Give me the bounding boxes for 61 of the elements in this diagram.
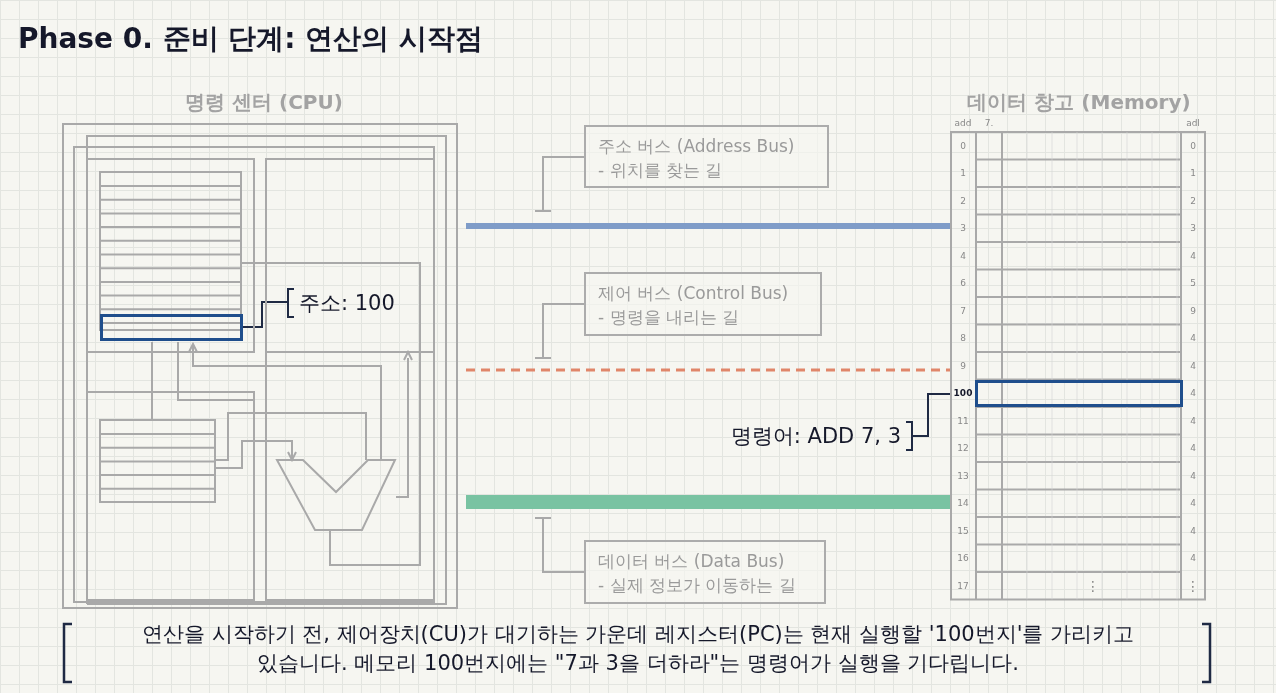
leader-line — [242, 301, 288, 328]
callout-label: 주소: 100 — [299, 290, 395, 317]
address-number: 4 — [1190, 333, 1196, 343]
callout-text: - 명령을 내리는 길 — [598, 306, 741, 329]
address-number: 2 — [1190, 196, 1196, 206]
address-number: 0 — [1190, 141, 1196, 151]
address-number: 100 — [953, 388, 973, 398]
address-number: 17 — [957, 581, 969, 591]
address-number: 3 — [960, 223, 966, 233]
address-number: 4 — [1190, 361, 1196, 371]
leader-line — [912, 393, 951, 437]
bus-line — [466, 495, 950, 509]
callout-title: 주소 버스 (Address Bus) — [598, 135, 796, 158]
callout-box — [584, 540, 826, 604]
address-number: 1 — [960, 168, 966, 178]
address-number: ⋮ — [1186, 578, 1200, 593]
callout-text: - 실제 정보가 이동하는 길 — [598, 574, 797, 597]
section-heading: 명령 센터 (CPU) — [184, 89, 344, 116]
address-number: 2 — [960, 196, 966, 206]
address-number: 7 — [960, 306, 966, 316]
address-number: 9 — [1190, 306, 1196, 316]
address-number: 4 — [1190, 471, 1196, 481]
address-number: 4 — [1190, 251, 1196, 261]
address-number: ⋮ — [1086, 578, 1100, 593]
address-number: 4 — [960, 251, 966, 261]
address-number: 6 — [960, 278, 966, 288]
address-number: 4 — [1190, 443, 1196, 453]
leader-line — [534, 303, 585, 359]
caption: 연산을 시작하기 전, 제어장치(CU)가 대기하는 가운데 레지스터(PC)는 현재 실행할 '100번지'를 가리키고 있습니다. 메모리 100번지에는 "7과 3을 더하라"는 명령어가 실행을 기다립니다. — [140, 621, 1136, 677]
leader-line — [534, 517, 585, 573]
title: Phase 0. 준비 단계: 연산의 시작점 — [18, 21, 484, 57]
callout-box — [584, 125, 829, 188]
highlight-frame — [100, 314, 243, 341]
address-number: 11 — [957, 416, 969, 426]
address-number: 4 — [1190, 526, 1196, 536]
address-number: 12 — [957, 443, 969, 453]
address-number: 4 — [1190, 416, 1196, 426]
leader-line — [534, 156, 585, 212]
address-number: 5 — [1190, 278, 1196, 288]
address-number: 4 — [1190, 553, 1196, 563]
address-number: 16 — [957, 553, 969, 563]
address-number: 15 — [957, 526, 969, 536]
section-heading: 데이터 창고 (Memory) — [966, 89, 1192, 116]
address-number: 14 — [957, 498, 969, 508]
callout-title: 데이터 버스 (Data Bus) — [598, 550, 786, 573]
address-number: 4 — [1190, 498, 1196, 508]
address-number: 0 — [960, 141, 966, 151]
callout-title: 제어 버스 (Control Bus) — [598, 282, 790, 305]
bus-line — [466, 223, 950, 229]
address-number: 9 — [960, 361, 966, 371]
column-header: 7. — [984, 118, 994, 128]
bus-line — [466, 368, 950, 372]
address-number: 8 — [960, 333, 966, 343]
address-number: 3 — [1190, 223, 1196, 233]
column-header: adl — [1186, 118, 1200, 128]
address-number: 1 — [1190, 168, 1196, 178]
callout-text: - 위치를 찾는 길 — [598, 159, 724, 182]
callout-label: 명령어: ADD 7, 3 — [730, 423, 901, 450]
address-number: 13 — [957, 471, 969, 481]
column-header: add — [954, 118, 972, 128]
callout-box — [584, 272, 822, 336]
